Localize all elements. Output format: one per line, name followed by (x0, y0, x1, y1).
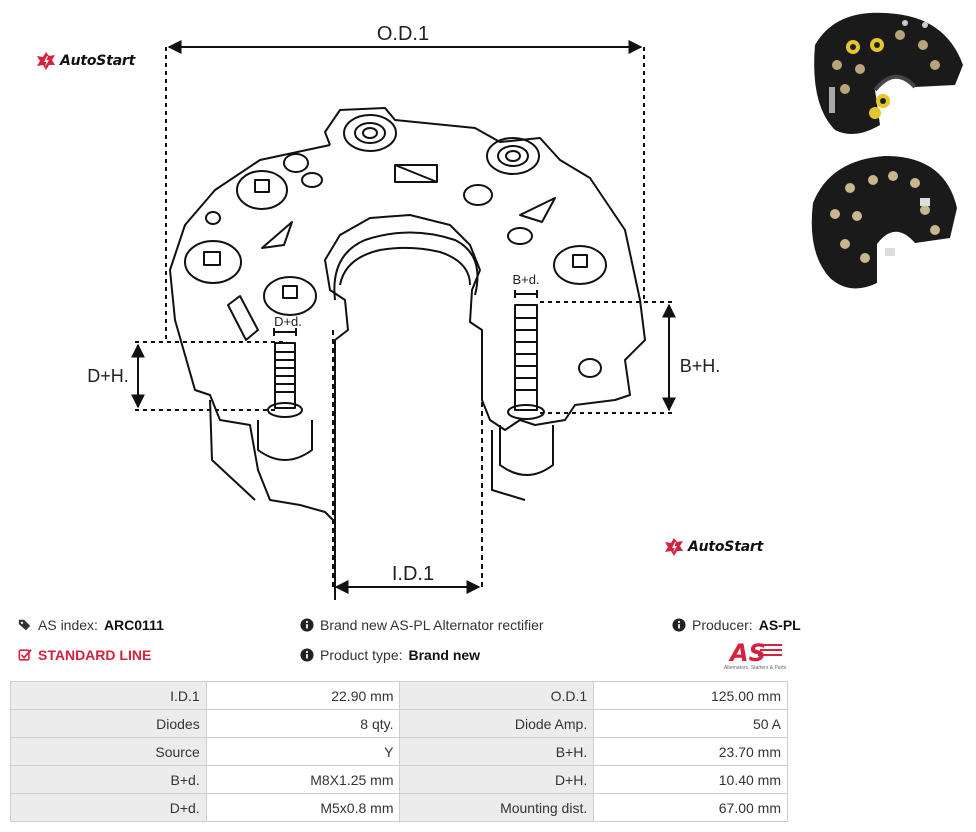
product-type-label: Product type: (320, 647, 403, 663)
checkbox-icon (18, 649, 32, 661)
producer: Producer: AS-PL (672, 617, 801, 633)
as-pl-logo-subtitle: Alternators, Starters & Parts (724, 665, 787, 671)
info-icon (300, 648, 314, 662)
table-row: D+d. M5x0.8 mm Mounting dist. 67.00 mm (10, 793, 788, 822)
info-icon (300, 618, 314, 632)
autostart-logo: AutoStart (36, 51, 135, 71)
spec-key: D+d. (10, 793, 207, 822)
as-pl-logo-text: AS (728, 639, 766, 667)
spec-key: I.D.1 (10, 681, 207, 710)
dd-dimension-label: D+d. (274, 314, 302, 329)
spec-key: B+d. (10, 765, 207, 794)
description-text: Brand new AS-PL Alternator rectifier (320, 617, 544, 633)
standard-line-label: STANDARD LINE (38, 647, 152, 663)
product-type: Product type: Brand new (300, 647, 480, 663)
autostart-watermark-text: AutoStart (688, 539, 764, 555)
autostart-logo-icon (37, 52, 55, 70)
spec-value: Y (205, 737, 401, 766)
spec-value: M5x0.8 mm (205, 793, 401, 822)
dh-dimension-label: D+H. (87, 366, 129, 386)
tags-icon (18, 619, 31, 631)
spec-key: Diodes (10, 709, 207, 738)
as-index-value: ARC0111 (103, 617, 164, 633)
autostart-logo-text: AutoStart (60, 53, 136, 69)
producer-label: Producer: (692, 617, 753, 633)
spec-table: I.D.1 22.90 mm O.D.1 125.00 mm Diodes 8 … (10, 681, 788, 822)
product-type-value: Brand new (408, 647, 481, 663)
rectifier-technical-drawing: O.D.1 I.D.1 D+H. B+H. D+d. B+d. (87, 23, 721, 600)
info-icon (672, 618, 686, 632)
as-pl-brand-logo: AS Alternators, Starters & Parts (724, 639, 787, 671)
product-photo-bottom[interactable] (805, 148, 970, 296)
id-dimension-label: I.D.1 (392, 563, 434, 585)
od-dimension-label: O.D.1 (377, 23, 429, 45)
spec-value: 67.00 mm (593, 793, 788, 822)
spec-key: Mounting dist. (399, 793, 595, 822)
spec-value: 8 qty. (205, 709, 401, 738)
product-photo-top[interactable] (805, 5, 970, 145)
producer-value: AS-PL (758, 617, 801, 633)
spec-value: 22.90 mm (205, 681, 401, 710)
spec-key: D+H. (399, 765, 595, 794)
autostart-watermark-icon (665, 538, 683, 556)
spec-key: O.D.1 (399, 681, 595, 710)
spec-key: Source (10, 737, 207, 766)
spec-key: Diode Amp. (399, 709, 595, 738)
spec-value: 125.00 mm (593, 681, 788, 710)
as-index: AS index: ARC0111 (18, 617, 164, 633)
bd-dimension-label: B+d. (512, 272, 539, 287)
bh-dimension-label: B+H. (680, 356, 721, 376)
spec-value: 10.40 mm (593, 765, 788, 794)
table-row: Source Y B+H. 23.70 mm (10, 737, 788, 766)
spec-value: 23.70 mm (593, 737, 788, 766)
spec-key: B+H. (399, 737, 595, 766)
spec-value: M8X1.25 mm (205, 765, 401, 794)
autostart-watermark-logo: AutoStart (664, 537, 763, 557)
table-row: Diodes 8 qty. Diode Amp. 50 A (10, 709, 788, 738)
spec-value: 50 A (593, 709, 788, 738)
standard-line-badge: STANDARD LINE (18, 647, 151, 663)
as-index-label: AS index: (38, 617, 98, 633)
table-row: B+d. M8X1.25 mm D+H. 10.40 mm (10, 765, 788, 794)
table-row: I.D.1 22.90 mm O.D.1 125.00 mm (10, 681, 788, 710)
product-description: Brand new AS-PL Alternator rectifier (300, 617, 544, 633)
